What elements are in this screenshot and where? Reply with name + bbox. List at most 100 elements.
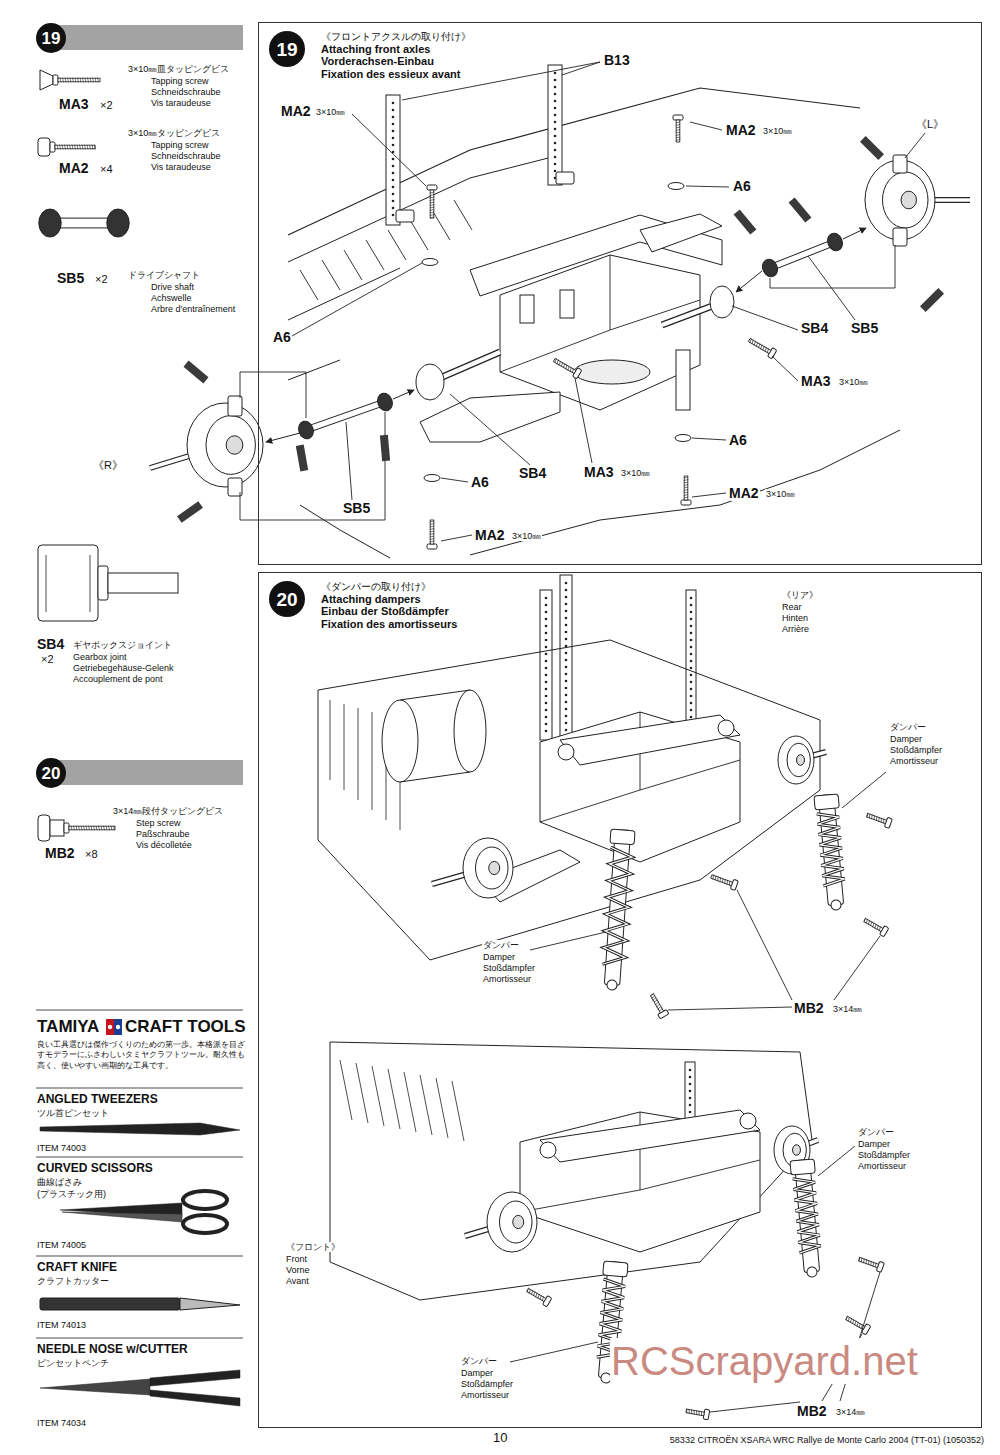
step-panel: 《フロントアクスルの取り付け》Attaching front axlesVord… <box>258 22 982 565</box>
logo-star <box>116 1025 120 1029</box>
label-text: 3×14㎜段付タッピングビス <box>112 806 224 816</box>
drawing-ellipse <box>422 259 438 266</box>
part-code: MA2 <box>474 527 506 543</box>
post-hole <box>565 708 568 711</box>
drawing-line <box>510 1342 598 1362</box>
label-text: Hinten <box>781 613 809 623</box>
post-hole <box>545 618 548 621</box>
drawing-line <box>372 1066 384 1126</box>
drawing-rect <box>893 228 907 246</box>
drawing-line <box>440 352 500 378</box>
label-text: Accouplement de pont <box>72 674 164 684</box>
label-text: 3×10㎜ <box>620 468 651 478</box>
drawing-line <box>346 422 352 500</box>
drawing-line <box>36 1338 243 1339</box>
post-hole <box>565 729 568 732</box>
drawing-shape <box>150 1370 240 1386</box>
step-number: 20 <box>42 765 61 782</box>
screw <box>53 75 100 85</box>
post-hole <box>689 1069 692 1072</box>
label-text: 3×10㎜ <box>762 126 793 136</box>
drawing-rect <box>560 290 574 318</box>
label-text: 3×14㎜ <box>832 1004 863 1014</box>
label-text: 3×10㎜ <box>765 489 796 499</box>
post-hole <box>565 617 568 620</box>
post-hole <box>690 660 693 663</box>
drawing-ellipse <box>500 1201 533 1243</box>
drawing-ellipse <box>463 838 513 898</box>
label-text: (プラスチック用) <box>36 1189 107 1199</box>
part-code: SB4 <box>800 320 829 336</box>
part-code: MA3 <box>800 373 832 389</box>
drawing-line <box>402 62 600 100</box>
post-hole <box>392 207 395 210</box>
post-hole <box>545 639 548 642</box>
screw <box>862 915 889 936</box>
drawing-line <box>818 1146 855 1176</box>
label-text: Step screw <box>135 818 182 828</box>
drawing-line <box>843 228 866 239</box>
drawing-ellipse <box>901 191 916 209</box>
step-subtitle: Attaching front axles <box>321 43 430 56</box>
drawing-ellipse <box>883 172 929 228</box>
label-text: 3×10㎜皿タッピングビス <box>127 64 230 74</box>
drawing-ellipse <box>382 700 418 782</box>
drawing-line <box>372 712 373 810</box>
drawing-ellipse <box>489 861 500 874</box>
drawing-line <box>358 708 359 800</box>
drawing-ellipse <box>787 743 810 777</box>
label-text: ダンパー <box>857 1127 895 1137</box>
label-text: 58332 CITROËN XSARA WRC Rallye de Monte … <box>669 1435 985 1445</box>
label-text: ギヤボックスジョイント <box>72 640 173 650</box>
drawing-line <box>356 1063 368 1123</box>
post-hole <box>565 624 568 627</box>
drawing-line <box>441 535 472 541</box>
post-hole <box>565 687 568 690</box>
post-hole <box>690 688 693 691</box>
drawing-ellipse <box>183 1191 227 1209</box>
drawing-ellipse <box>797 755 805 766</box>
post-hole <box>554 142 557 145</box>
post-hole <box>554 170 557 173</box>
drawing-ellipse <box>778 736 814 784</box>
post-hole <box>545 660 548 663</box>
post-hole <box>690 632 693 635</box>
post-hole <box>392 158 395 161</box>
post-hole <box>690 695 693 698</box>
drawing-line <box>662 305 715 325</box>
label-text: Stoßdämpfer <box>482 963 536 973</box>
screw <box>427 185 437 218</box>
screw <box>844 1313 871 1334</box>
post-hole <box>690 646 693 649</box>
post-hole <box>545 716 548 719</box>
drawing-line <box>330 700 331 780</box>
post-hole <box>392 186 395 189</box>
post-hole <box>690 674 693 677</box>
drawing-line <box>410 220 428 250</box>
post-hole <box>554 72 557 75</box>
drawing-line <box>36 1088 243 1089</box>
post-hole <box>392 116 395 119</box>
drawing-line <box>240 372 306 418</box>
label-text: 3×10㎜ <box>838 377 869 387</box>
label-text: Stoßdämpfer <box>460 1379 514 1389</box>
drawing-line <box>450 394 530 465</box>
drawing-line <box>344 250 362 280</box>
post-hole <box>565 673 568 676</box>
step-number: 19 <box>42 30 61 47</box>
post-hole <box>545 688 548 691</box>
post-hole <box>565 694 568 697</box>
label-text: 《R》 <box>92 459 124 472</box>
label-text: Damper <box>889 734 923 744</box>
part-code: ANGLED TWEEZERS <box>36 1093 159 1107</box>
post-hole <box>565 666 568 669</box>
drawing-ellipse <box>487 1192 537 1252</box>
post-hole <box>392 137 395 140</box>
post-hole <box>554 79 557 82</box>
post-hole <box>545 681 548 684</box>
drawing-line <box>340 1060 352 1120</box>
label-text: Tapping screw <box>150 76 210 86</box>
drawing-line <box>90 555 91 612</box>
part-code: CURVED SCISSORS <box>36 1162 154 1176</box>
post-hole <box>554 163 557 166</box>
